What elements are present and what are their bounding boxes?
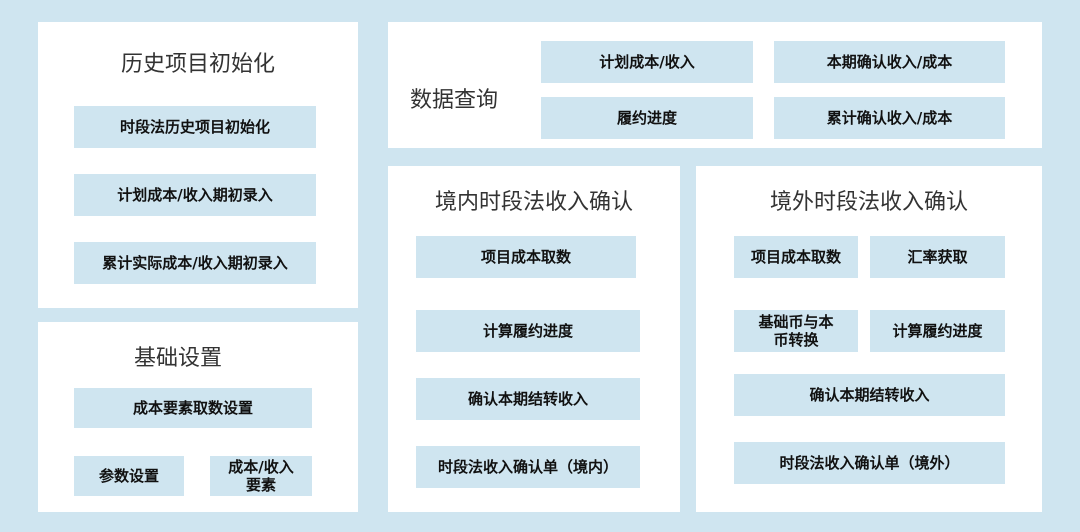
progress-query-button[interactable]: 履约进度 xyxy=(541,97,753,139)
overseas-panel: 境外时段法收入确认 项目成本取数 汇率获取 基础币与本 币转换 计算履约进度 确… xyxy=(696,166,1042,512)
exchange-rate-button[interactable]: 汇率获取 xyxy=(870,236,1005,278)
plan-cost-income-opening-button[interactable]: 计划成本/收入期初录入 xyxy=(74,174,316,216)
confirm-revenue-button[interactable]: 确认本期结转收入 xyxy=(416,378,640,420)
cumulative-actual-opening-button[interactable]: 累计实际成本/收入期初录入 xyxy=(74,242,316,284)
current-confirmed-query-button[interactable]: 本期确认收入/成本 xyxy=(774,41,1005,83)
panel-title: 历史项目初始化 xyxy=(120,52,275,77)
overseas-confirmation-doc-button[interactable]: 时段法收入确认单（境外） xyxy=(734,442,1005,484)
panel-title: 境内时段法收入确认 xyxy=(434,190,633,215)
parameter-settings-button[interactable]: 参数设置 xyxy=(74,456,184,496)
history-init-panel: 历史项目初始化 时段法历史项目初始化 计划成本/收入期初录入 累计实际成本/收入… xyxy=(38,22,358,308)
panel-title: 境外时段法收入确认 xyxy=(769,190,968,215)
panel-title: 数据查询 xyxy=(410,88,499,113)
plan-cost-income-query-button[interactable]: 计划成本/收入 xyxy=(541,41,753,83)
history-project-init-button[interactable]: 时段法历史项目初始化 xyxy=(74,106,316,148)
currency-conversion-button[interactable]: 基础币与本 币转换 xyxy=(734,310,858,352)
confirm-revenue-button[interactable]: 确认本期结转收入 xyxy=(734,374,1005,416)
cost-element-settings-button[interactable]: 成本要素取数设置 xyxy=(74,388,312,428)
panel-title: 基础设置 xyxy=(133,346,222,371)
domestic-panel: 境内时段法收入确认 项目成本取数 计算履约进度 确认本期结转收入 时段法收入确认… xyxy=(388,166,680,512)
calc-progress-button[interactable]: 计算履约进度 xyxy=(870,310,1005,352)
project-cost-fetch-button[interactable]: 项目成本取数 xyxy=(734,236,858,278)
project-cost-fetch-button[interactable]: 项目成本取数 xyxy=(416,236,636,278)
calc-progress-button[interactable]: 计算履约进度 xyxy=(416,310,640,352)
basic-settings-panel: 基础设置 成本要素取数设置 参数设置 成本/收入 要素 xyxy=(38,322,358,512)
domestic-confirmation-doc-button[interactable]: 时段法收入确认单（境内） xyxy=(416,446,640,488)
data-query-panel: 数据查询 计划成本/收入 本期确认收入/成本 履约进度 累计确认收入/成本 xyxy=(388,22,1042,148)
cumulative-confirmed-query-button[interactable]: 累计确认收入/成本 xyxy=(774,97,1005,139)
cost-income-element-button[interactable]: 成本/收入 要素 xyxy=(210,456,312,496)
